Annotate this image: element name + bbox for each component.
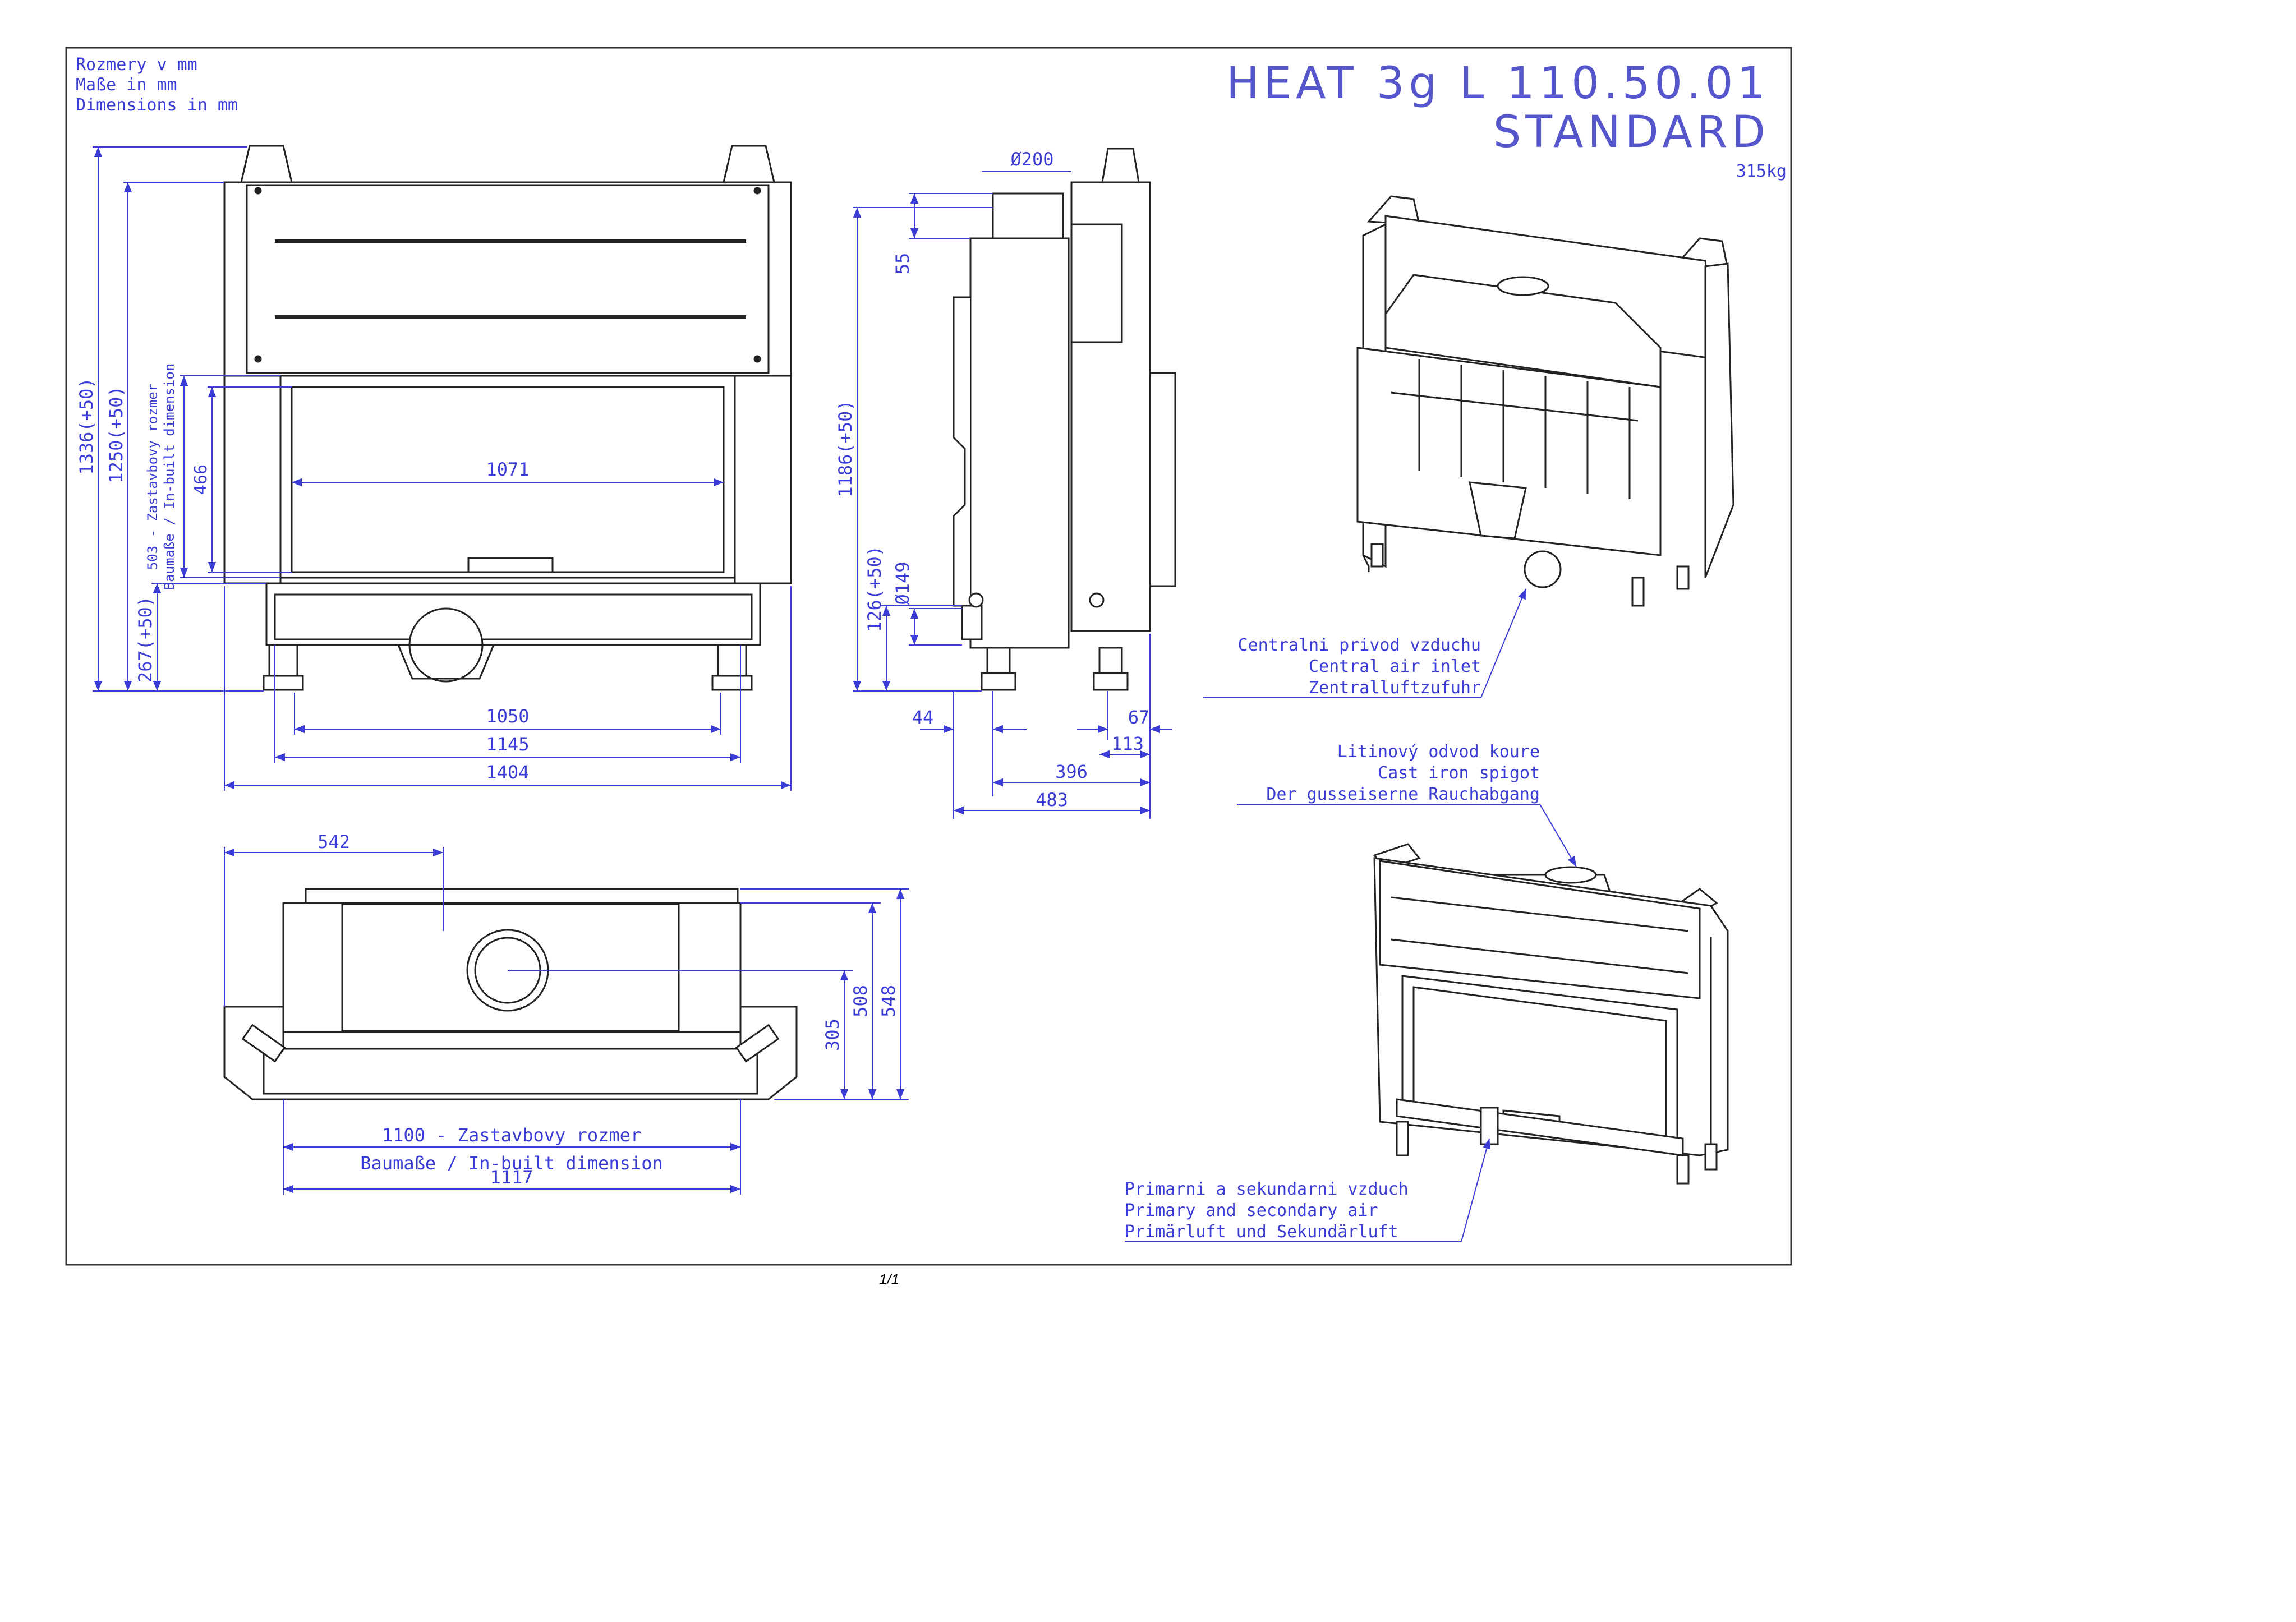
units-note-en: Dimensions in mm	[76, 95, 238, 115]
dim-width-opening: 1071	[486, 459, 529, 480]
top-view-dimension-labels: 542 305 508 548 1100 - Zastavbovy rozmer…	[318, 831, 899, 1188]
dim-height-glass: 466	[191, 464, 211, 495]
dim-air-diameter: Ø149	[892, 561, 913, 605]
dim-air-height: 126(+50)	[864, 546, 885, 632]
side-view	[953, 148, 1176, 691]
dim-height-body: 1250(+50)	[105, 386, 127, 483]
callout-air-inlet-en: Central air inlet	[1309, 657, 1481, 676]
callout-air-inlet-cz: Centralni privod vzduchu	[1238, 635, 1481, 655]
front-view	[223, 145, 792, 691]
dim-top-builtin-2: Baumaße / In-built dimension	[360, 1153, 662, 1174]
dim-side-44: 44	[912, 707, 934, 728]
dim-top-305: 305	[822, 1019, 843, 1051]
dim-height-total: 1336(+50)	[76, 377, 97, 474]
weight-label: 315kg	[1736, 162, 1787, 181]
dim-side-483: 483	[1036, 789, 1068, 810]
page-number: 1/1	[879, 1271, 899, 1288]
callout-primary-air-en: Primary and secondary air	[1125, 1201, 1378, 1220]
iso-view-front	[1373, 843, 1729, 1185]
dim-side-67: 67	[1128, 707, 1150, 728]
dim-side-396: 396	[1055, 761, 1088, 782]
dim-top-548: 548	[878, 985, 899, 1017]
callout-spigot: Litinový odvod koure Cast iron spigot De…	[1237, 742, 1577, 867]
dim-width-inner: 1145	[486, 734, 529, 755]
dim-top-508: 508	[850, 985, 871, 1017]
front-view-dimensions	[93, 146, 792, 791]
dim-width-total: 1404	[486, 762, 529, 783]
callout-spigot-en: Cast iron spigot	[1378, 763, 1540, 783]
title-block: HEAT 3g L 110.50.01 STANDARD 315kg	[1226, 58, 1787, 181]
dim-flue-diameter: Ø200	[1010, 149, 1053, 170]
callout-primary-air-cz: Primarni a sekundarni vzduch	[1125, 1179, 1409, 1199]
callout-primary-air-de: Primärluft und Sekundärluft	[1125, 1222, 1398, 1242]
callout-air-inlet: Centralni privod vzduchu Central air inl…	[1203, 588, 1526, 698]
dim-width-legs: 1050	[486, 706, 529, 727]
dim-height-builtin: 503 - Zastavbovy rozmer	[145, 384, 160, 570]
iso-view-rear	[1356, 195, 1734, 607]
units-note-cz: Rozmery v mm	[76, 55, 197, 75]
drawing-frame	[65, 47, 1792, 1266]
units-note-de: Maße in mm	[76, 75, 177, 95]
dim-top-width: 1117	[490, 1167, 533, 1188]
model-title: HEAT 3g L 110.50.01	[1226, 58, 1770, 109]
callout-primary-air: Primarni a sekundarni vzduch Primary and…	[1125, 1138, 1491, 1242]
units-note: Rozmery v mm Maße in mm Dimensions in mm	[76, 55, 238, 115]
dim-side-113: 113	[1111, 733, 1144, 754]
front-view-dimension-labels: 1336(+50) 1250(+50) 267(+50) 503 - Zasta…	[76, 363, 530, 783]
dim-top-builtin: 1100 - Zastavbovy rozmer	[382, 1125, 641, 1146]
dim-flue-offset: 55	[892, 253, 913, 275]
dim-top-542: 542	[318, 831, 350, 853]
top-view-dimensions	[224, 847, 909, 1195]
dim-height-legs: 267(+50)	[135, 596, 156, 683]
variant-title: STANDARD	[1493, 107, 1770, 158]
dim-side-height: 1186(+50)	[835, 400, 856, 497]
side-view-dimensions	[853, 171, 1172, 819]
side-view-dimension-labels: Ø200 55 1186(+50) 126(+50) Ø149 44 67 11…	[835, 149, 1149, 810]
top-view	[223, 888, 798, 1100]
callout-spigot-cz: Litinový odvod koure	[1337, 742, 1540, 762]
callout-air-inlet-de: Zentralluftzufuhr	[1309, 678, 1481, 698]
callout-spigot-de: Der gusseiserne Rauchabgang	[1266, 785, 1540, 804]
dim-height-builtin-2: Baumaße / In-built dimension	[162, 363, 177, 591]
